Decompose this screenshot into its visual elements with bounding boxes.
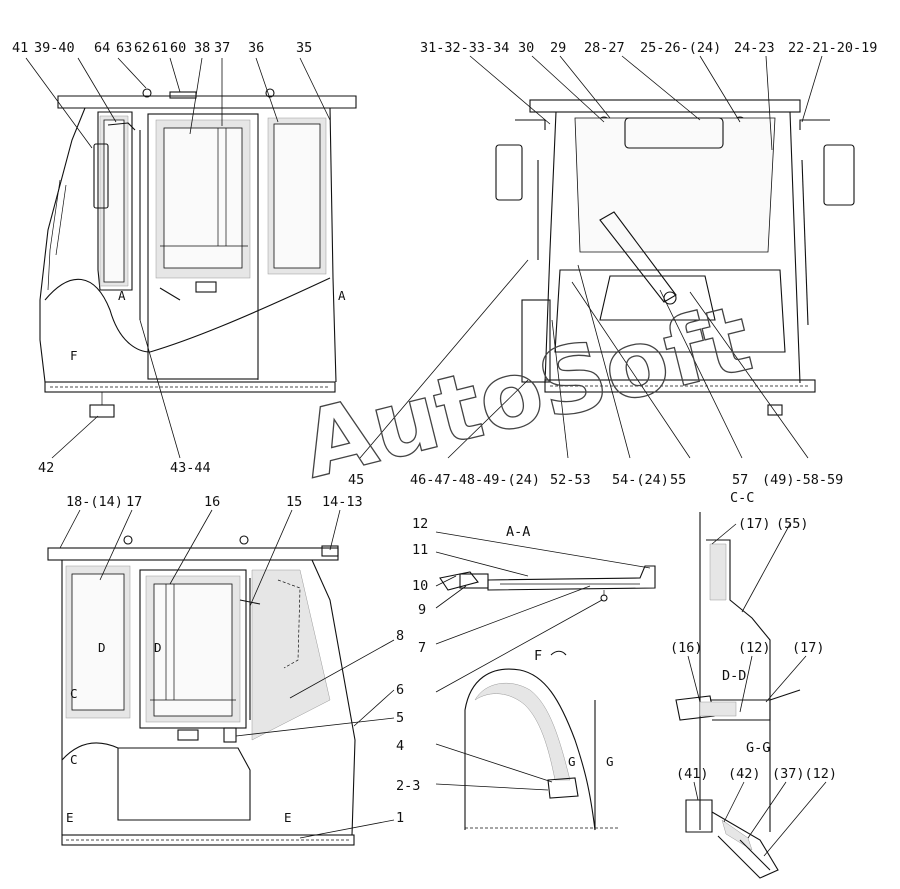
section-mark: A	[338, 288, 346, 303]
callout: 15	[286, 494, 302, 510]
section-title-aa: A-A	[506, 524, 530, 540]
callout: 29	[550, 40, 566, 56]
callout: 54-(24)	[612, 472, 669, 488]
callout: 4	[396, 738, 404, 754]
callout: 43-44	[170, 460, 211, 476]
callout: 31-32-33-34	[420, 40, 509, 56]
callout: 61	[152, 40, 168, 56]
callout: 8	[396, 628, 404, 644]
callout: (49)-58-59	[762, 472, 843, 488]
section-mark: A	[118, 288, 126, 303]
callout: 38	[194, 40, 210, 56]
callout: 18-(14)	[66, 494, 123, 510]
right-side-view	[47, 535, 356, 846]
callout: 60	[170, 40, 186, 56]
section-mark: F	[70, 348, 78, 363]
callout: 22-21-20-19	[788, 40, 877, 56]
callout: 37	[214, 40, 230, 56]
callout: 7	[418, 640, 426, 656]
callouts-left-side: 41 39-40 64 63 62 61 60 38 37 36 35 42 4…	[12, 40, 346, 476]
callout: 16	[204, 494, 220, 510]
section-mark: C	[70, 686, 78, 701]
rear-view	[495, 99, 855, 416]
callout: 63	[116, 40, 132, 56]
callout: 24-23	[734, 40, 775, 56]
callout: 62	[134, 40, 150, 56]
section-mark: E	[66, 810, 74, 825]
callout: (55)	[776, 516, 809, 532]
callout: (17)	[792, 640, 825, 656]
callouts-right-side: 18-(14) 17 16 15 14-13 8 6 5 4 2-3 1 D D…	[66, 494, 420, 826]
callout: 42	[38, 460, 54, 476]
detail-title-f: F	[534, 648, 542, 664]
callout: (41)	[676, 766, 709, 782]
section-aa	[439, 565, 656, 602]
callout: 39-40	[34, 40, 75, 56]
callout: 35	[296, 40, 312, 56]
callout: 1	[396, 810, 404, 826]
callout: 12	[412, 516, 428, 532]
callout: (12)	[738, 640, 771, 656]
callouts-sections: A-A 12 11 10 9 7 F G G C-C (17) (55) (16…	[412, 490, 837, 782]
callout: 41	[12, 40, 28, 56]
section-cc	[699, 512, 771, 832]
callout: 9	[418, 602, 426, 618]
section-mark: G	[568, 754, 576, 769]
section-mark: C	[70, 752, 78, 767]
section-mark: D	[98, 640, 106, 655]
callout: 30	[518, 40, 534, 56]
section-gg	[685, 799, 779, 879]
callout: 57	[732, 472, 748, 488]
callout: 36	[248, 40, 264, 56]
callout: 28-27	[584, 40, 625, 56]
callout: 52-53	[550, 472, 591, 488]
section-title-gg: G-G	[746, 740, 770, 756]
section-title-dd: D-D	[722, 668, 746, 684]
callout: (37)(12)	[772, 766, 837, 782]
callout: 46-47-48-49-(24)	[410, 472, 540, 488]
callout: 5	[396, 710, 404, 726]
callouts-rear: 31-32-33-34 30 29 28-27 25-26-(24) 24-23…	[348, 40, 877, 488]
callout: 45	[348, 472, 364, 488]
section-mark: G	[606, 754, 614, 769]
callout: (17)	[738, 516, 771, 532]
callout: 6	[396, 682, 404, 698]
callout: (16)	[670, 640, 703, 656]
section-dd	[675, 689, 801, 721]
callout: 25-26-(24)	[640, 40, 721, 56]
callout: (42)	[728, 766, 761, 782]
leader-lines	[25, 55, 827, 857]
callout: 10	[412, 578, 428, 594]
callout: 64	[94, 40, 110, 56]
callout: 2-3	[396, 778, 420, 794]
left-side-view	[39, 88, 357, 418]
callout: 55	[670, 472, 686, 488]
callout: 14-13	[322, 494, 363, 510]
section-title-cc: C-C	[730, 490, 754, 506]
callout: 17	[126, 494, 142, 510]
callout: 11	[412, 542, 428, 558]
section-mark: E	[284, 810, 292, 825]
detail-f	[464, 650, 620, 831]
section-mark: D	[154, 640, 162, 655]
watermark: AutoSoft	[291, 285, 761, 499]
